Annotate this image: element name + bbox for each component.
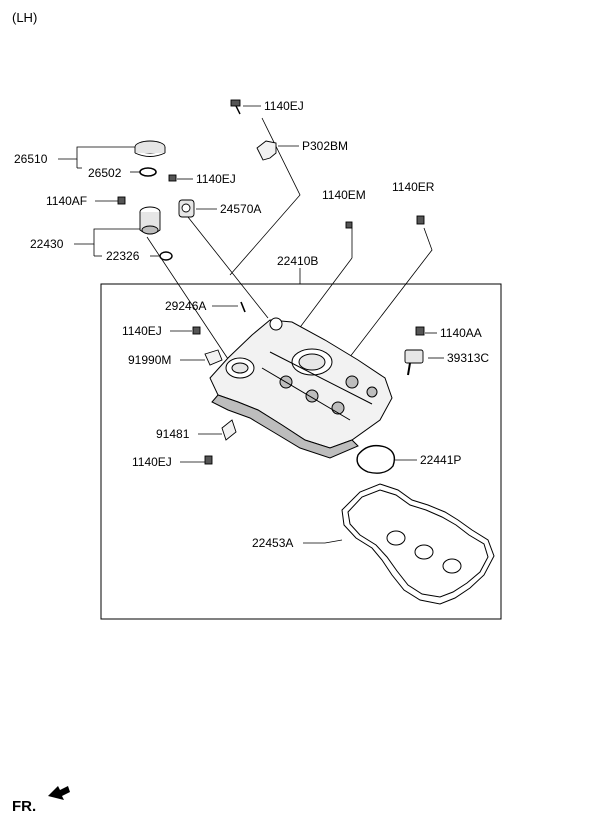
cover-gasket-22453a [341, 483, 495, 605]
label-29246a: 29246A [165, 299, 206, 313]
label-24570a: 24570A [220, 202, 261, 216]
label-22453a: 22453A [252, 536, 293, 550]
pcv-valve [178, 199, 195, 218]
label-26502: 26502 [88, 166, 122, 180]
seal-26502 [139, 167, 157, 177]
label-26510: 26510 [14, 152, 48, 166]
label-91990m: 91990M [128, 353, 171, 367]
label-22326: 22326 [106, 249, 140, 263]
label-p302bm: P302BM [302, 139, 348, 153]
label-1140ej-left: 1140EJ [122, 324, 162, 338]
label-1140ej-top: 1140EJ [264, 99, 304, 113]
bolt-1140ej-bottom [204, 455, 213, 465]
label-22410b: 22410B [277, 254, 318, 268]
label-39313c: 39313C [447, 351, 489, 365]
oil-filler-cap [134, 140, 166, 157]
label-1140ej-mid: 1140EJ [196, 172, 236, 186]
bracket-91990m [204, 349, 223, 366]
clip-p302bm [256, 140, 277, 161]
small-parts [117, 99, 425, 474]
label-1140aa: 1140AA [440, 326, 482, 340]
label-22430: 22430 [30, 237, 64, 251]
label-1140af: 1140AF [46, 194, 87, 208]
front-indicator: FR. [12, 798, 37, 815]
filler-neck [139, 206, 161, 235]
label-91481: 91481 [156, 427, 190, 441]
assembly-box [100, 283, 502, 620]
bolt-1140ej-mid [168, 174, 177, 182]
bolt-1140em [345, 221, 353, 229]
rocker-cover-22410b [209, 317, 393, 459]
bracket-91481 [221, 419, 237, 441]
bolt-1140ej-top [230, 99, 241, 115]
gasket-22441p [356, 444, 396, 474]
label-1140er: 1140ER [392, 180, 435, 194]
stud-29246a [240, 301, 246, 313]
front-arrow-icon [48, 786, 70, 800]
label-22441p: 22441P [420, 453, 461, 467]
label-1140em: 1140EM [322, 188, 366, 202]
bolt-1140af [117, 196, 126, 205]
cam-sensor [404, 349, 424, 376]
bolt-1140er [416, 215, 425, 225]
o-ring-22326 [159, 251, 173, 261]
bolt-1140aa [415, 326, 425, 336]
label-1140ej-bottom: 1140EJ [132, 455, 172, 469]
side-label: (LH) [12, 10, 38, 25]
bolt-1140ej-left [192, 326, 201, 335]
